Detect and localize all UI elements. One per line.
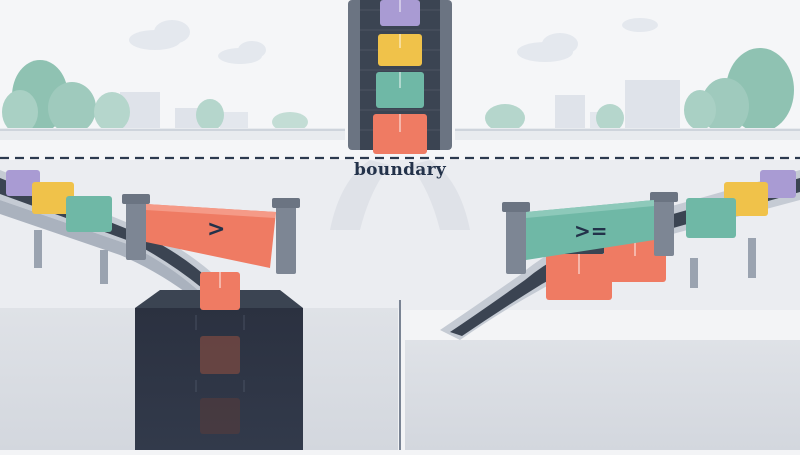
- left-gate-arm: [146, 204, 276, 268]
- left-gate-operator: >: [207, 217, 225, 242]
- left-gate: [122, 194, 300, 274]
- pit: [135, 272, 303, 450]
- clouds: [129, 18, 658, 64]
- left-conveyor: [0, 170, 220, 300]
- top-box-coral: [373, 114, 427, 154]
- top-box-yellow: [378, 34, 422, 66]
- top-conveyor: [348, 0, 452, 154]
- right-gate: [502, 192, 678, 274]
- falling-box: [200, 272, 240, 310]
- falling-box-faded: [200, 336, 240, 374]
- right-box-purple: [760, 170, 796, 198]
- right-box-teal: [686, 198, 736, 238]
- right-ground-block: [405, 340, 800, 450]
- falling-box-faded-deep: [200, 398, 240, 434]
- right-box-coral-passed: [604, 236, 666, 282]
- boundary-label: boundary: [353, 160, 447, 180]
- left-box-yellow: [32, 182, 74, 214]
- left-skyline: [0, 60, 345, 140]
- left-box-teal: [66, 196, 112, 232]
- right-conveyor: [440, 170, 800, 340]
- left-ground-block: [0, 308, 135, 450]
- left-box-purple: [6, 170, 40, 196]
- top-box-purple: [380, 0, 420, 26]
- right-gate-operator: >=: [574, 219, 608, 243]
- center-ground-block: [303, 308, 398, 450]
- right-split-path: [410, 160, 470, 230]
- right-box-coral-passing: [546, 254, 612, 300]
- left-split-path: [330, 160, 390, 230]
- right-skyline: [455, 48, 800, 140]
- top-box-teal: [376, 72, 424, 108]
